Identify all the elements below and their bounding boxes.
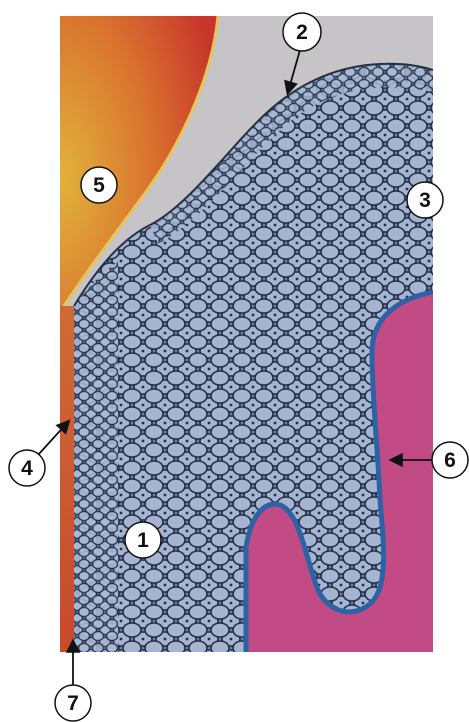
callout-1: 1	[125, 522, 161, 558]
callout-3: 3	[407, 182, 443, 218]
callout-6-label: 6	[444, 449, 456, 472]
callout-4: 4	[9, 450, 45, 486]
epithelium-dense-basal	[74, 262, 118, 652]
callout-7: 7	[55, 685, 91, 721]
callout-2-label: 2	[296, 21, 308, 44]
callout-7-label: 7	[67, 692, 79, 715]
left-strip	[60, 306, 74, 652]
callout-6: 6	[432, 442, 468, 478]
callout-1-label: 1	[137, 529, 149, 552]
callout-2: 2	[283, 13, 321, 51]
callout-3-label: 3	[419, 189, 431, 212]
callout-4-label: 4	[21, 457, 33, 480]
callout-5: 5	[81, 167, 117, 203]
callout-5-label: 5	[93, 174, 105, 197]
